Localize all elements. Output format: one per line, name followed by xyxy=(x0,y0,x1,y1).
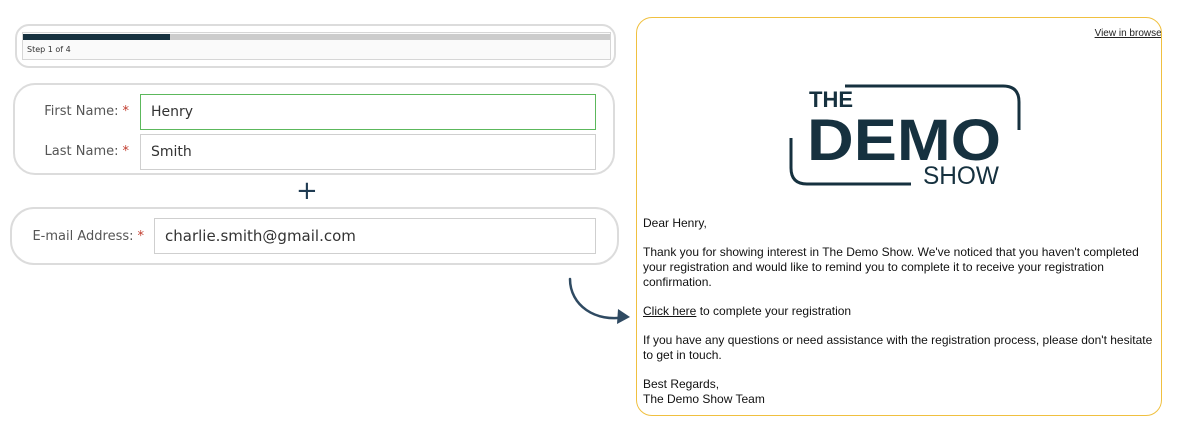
email-cta: Click here to complete your registration xyxy=(643,304,1159,319)
required-marker: * xyxy=(122,104,130,119)
view-in-browser-link[interactable]: View in browser xyxy=(1094,28,1162,39)
first-name-value: Henry xyxy=(151,104,194,120)
progress-card: Step 1 of 4 xyxy=(15,24,616,68)
signature-line: The Demo Show Team xyxy=(643,392,765,406)
email-preview: View in browser THE DEMO SHOW Dear Henry… xyxy=(636,17,1162,416)
click-here-link[interactable]: Click here xyxy=(643,304,697,318)
email-card: E-mail Address:* charlie.smith@gmail.com xyxy=(10,207,619,265)
first-name-label-text: First Name: xyxy=(44,104,119,119)
curved-arrow-icon xyxy=(568,277,630,324)
required-marker: * xyxy=(137,229,145,244)
email-label: E-mail Address:* xyxy=(16,229,144,244)
email-label-text: E-mail Address: xyxy=(32,229,134,244)
demo-show-logo: THE DEMO SHOW xyxy=(789,84,1021,190)
first-name-label: First Name:* xyxy=(19,104,129,119)
logo-the: THE xyxy=(809,87,853,112)
last-name-input[interactable]: Smith xyxy=(140,134,596,170)
signoff-line: Best Regards, xyxy=(643,377,720,391)
name-card: First Name:* Henry Last Name:* Smith xyxy=(13,83,615,175)
progress-container: Step 1 of 4 xyxy=(22,32,611,60)
email-greeting: Dear Henry, xyxy=(643,216,707,230)
progress-label: Step 1 of 4 xyxy=(27,45,71,54)
logo-demo: DEMO xyxy=(807,108,1001,173)
email-body: Dear Henry, Thank you for showing intere… xyxy=(643,216,1159,407)
plus-icon: + xyxy=(296,176,318,206)
email-signoff: Best Regards,The Demo Show Team xyxy=(643,377,1159,407)
last-name-value: Smith xyxy=(151,144,192,160)
progress-fill xyxy=(23,34,170,40)
required-marker: * xyxy=(122,144,130,159)
logo-show: SHOW xyxy=(923,162,999,190)
progress-track xyxy=(23,34,610,40)
cta-text: to complete your registration xyxy=(696,304,852,318)
last-name-label: Last Name:* xyxy=(19,144,129,159)
email-paragraph-3: If you have any questions or need assist… xyxy=(643,333,1153,362)
email-value: charlie.smith@gmail.com xyxy=(165,227,356,245)
last-name-label-text: Last Name: xyxy=(44,144,119,159)
first-name-input[interactable]: Henry xyxy=(140,94,596,130)
email-paragraph-1: Thank you for showing interest in The De… xyxy=(643,245,1139,289)
email-input[interactable]: charlie.smith@gmail.com xyxy=(154,218,596,254)
